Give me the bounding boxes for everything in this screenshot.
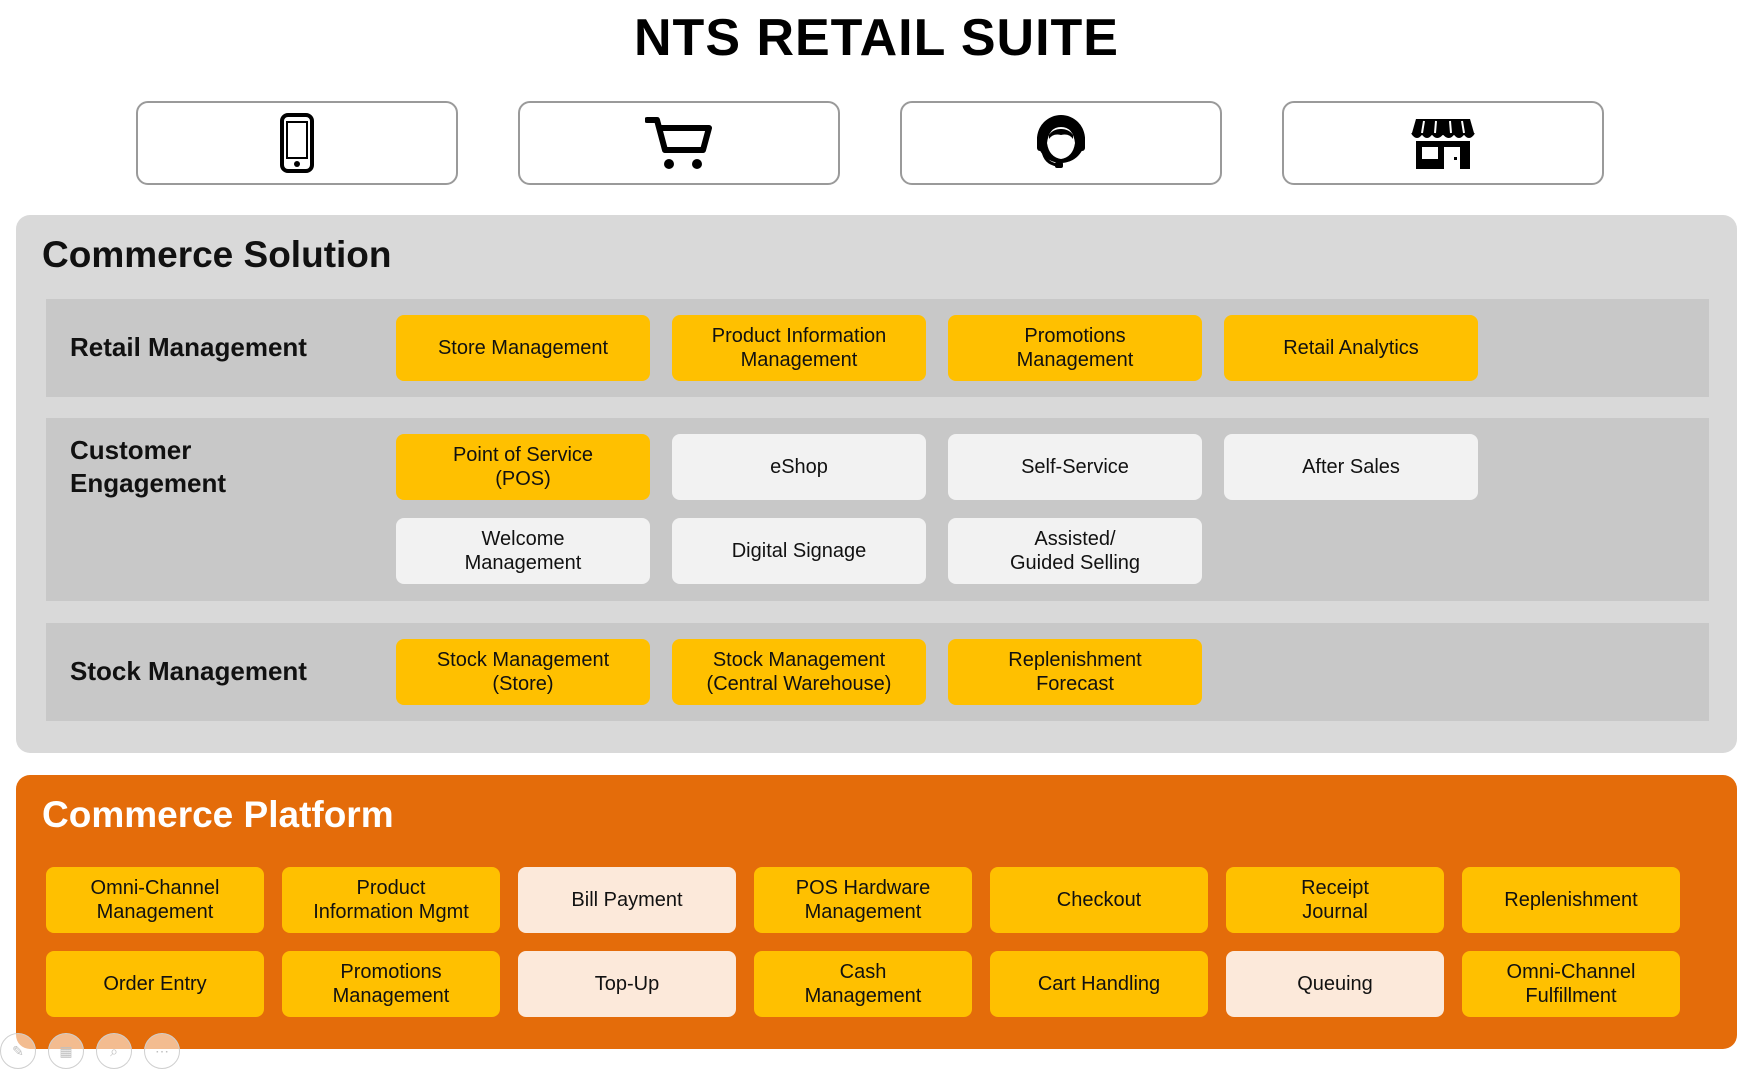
- card-retail-analytics: Retail Analytics: [1224, 315, 1478, 381]
- call-center-headset-icon: [1037, 115, 1085, 168]
- band-customer-engagement: Customer Engagement Point of Service (PO…: [46, 418, 1709, 601]
- card-eshop: eShop: [672, 434, 926, 500]
- card-bill-payment: Bill Payment: [518, 867, 736, 933]
- slides-icon[interactable]: ▦: [48, 1033, 84, 1069]
- card-order-entry: Order Entry: [46, 951, 264, 1017]
- band-label: Customer Engagement: [70, 435, 227, 498]
- card-omni-channel-fulfillment: Omni-Channel Fulfillment: [1462, 951, 1680, 1017]
- card-product-information-management: Product Information Management: [672, 315, 926, 381]
- commerce-platform-title: Commerce Platform: [42, 794, 394, 835]
- card-receipt-journal: Receipt Journal: [1226, 867, 1444, 933]
- card-digital-signage: Digital Signage: [672, 518, 926, 584]
- card-product-information-mgmt: Product Information Mgmt: [282, 867, 500, 933]
- card-omni-channel-management: Omni-Channel Management: [46, 867, 264, 933]
- card-top-up: Top-Up: [518, 951, 736, 1017]
- band-retail-management: Retail Management Store Management Produ…: [46, 299, 1709, 397]
- card-promotions-management: Promotions Management: [948, 315, 1202, 381]
- channel-box-store: [1282, 101, 1604, 185]
- channel-box-cart: [518, 101, 840, 185]
- card-promotions-management: Promotions Management: [282, 951, 500, 1017]
- card-stock-management-central-warehouse: Stock Management (Central Warehouse): [672, 639, 926, 705]
- card-after-sales: After Sales: [1224, 434, 1478, 500]
- card-point-of-service: Point of Service (POS): [396, 434, 650, 500]
- band-stock-management: Stock Management Stock Management (Store…: [46, 623, 1709, 721]
- card-replenishment-forecast: Replenishment Forecast: [948, 639, 1202, 705]
- band-label: Stock Management: [70, 656, 307, 686]
- card-assisted-guided-selling: Assisted/ Guided Selling: [948, 518, 1202, 584]
- storefront-icon: [1411, 119, 1475, 169]
- card-self-service: Self-Service: [948, 434, 1202, 500]
- commerce-platform-section: Commerce Platform Omni-Channel Managemen…: [16, 775, 1737, 1049]
- channel-box-mobile: [136, 101, 458, 185]
- card-stock-management-store: Stock Management (Store): [396, 639, 650, 705]
- more-icon[interactable]: ⋯: [144, 1033, 180, 1069]
- card-cart-handling: Cart Handling: [990, 951, 1208, 1017]
- card-welcome-management: Welcome Management: [396, 518, 650, 584]
- card-queuing: Queuing: [1226, 951, 1444, 1017]
- shopping-cart-icon: [645, 117, 712, 169]
- commerce-solution-section: Commerce Solution Retail Management Stor…: [16, 215, 1737, 753]
- mobile-phone-icon: [280, 113, 314, 173]
- card-pos-hardware-management: POS Hardware Management: [754, 867, 972, 933]
- card-replenishment: Replenishment: [1462, 867, 1680, 933]
- card-checkout: Checkout: [990, 867, 1208, 933]
- page-title: NTS RETAIL SUITE: [634, 9, 1119, 67]
- card-cash-management: Cash Management: [754, 951, 972, 1017]
- band-label: Retail Management: [70, 332, 307, 362]
- pen-icon[interactable]: ✎: [0, 1033, 36, 1069]
- commerce-solution-title: Commerce Solution: [42, 234, 392, 275]
- card-store-management: Store Management: [396, 315, 650, 381]
- viewer-toolbar: ✎ ▦ ⌕ ⋯: [0, 1025, 180, 1069]
- zoom-icon[interactable]: ⌕: [96, 1033, 132, 1069]
- channel-box-call-center: [900, 101, 1222, 185]
